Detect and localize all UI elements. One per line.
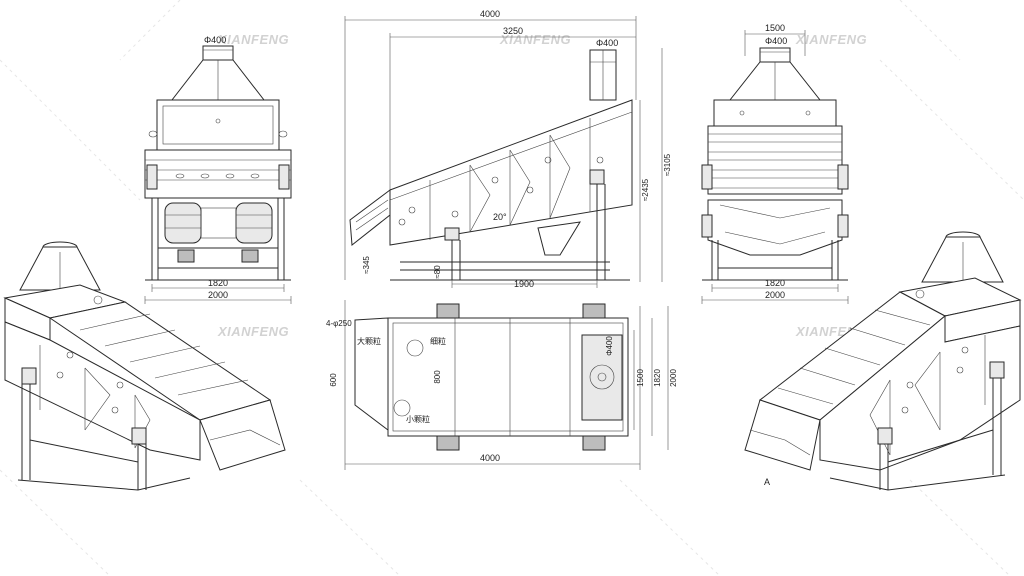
plan-large-label: 大颗粒 [357, 336, 381, 346]
side-overall-length: 4000 [480, 9, 500, 19]
plan-inlet-width: 600 [329, 373, 338, 387]
plan-dim-1820: 1820 [653, 369, 662, 387]
side-total-height: ≈3105 [663, 153, 672, 176]
plan-fine-label: 细粒 [430, 336, 446, 346]
isometric-right-view: A [744, 231, 1022, 491]
plan-dim-2000: 2000 [669, 369, 678, 387]
side-screen-length: 3250 [503, 26, 523, 36]
plan-overall-length: 4000 [480, 453, 500, 463]
side-outlet-height: ≈345 [362, 256, 371, 274]
plan-inlet-dia: 4-φ250 [326, 319, 352, 328]
front-top-dia: Φ400 [204, 35, 226, 45]
side-angle: 20° [493, 212, 507, 222]
watermark-text: XIANFENG [795, 32, 867, 47]
rear-view: 1500 Φ400 [701, 23, 849, 304]
rear-width-inner: 1820 [765, 278, 785, 288]
rear-width-outer: 2000 [765, 290, 785, 300]
side-body-height: ≈2435 [641, 178, 650, 201]
side-view: 4000 3250 Φ400 ≈3105 ≈2435 [344, 9, 672, 289]
isometric-left-view [3, 241, 286, 491]
rear-top-dia: Φ400 [765, 36, 787, 46]
watermark-text: XIANFENG [499, 32, 571, 47]
side-foot-height: ≈80 [433, 265, 442, 279]
side-top-dia: Φ400 [596, 38, 618, 48]
front-width-inner: 1820 [208, 278, 228, 288]
front-view: 1820 2000 Φ400 [144, 35, 292, 304]
front-width-outer: 2000 [208, 290, 228, 300]
side-foot-span: 1900 [514, 279, 534, 289]
watermark-text: XIANFENG [217, 32, 289, 47]
plan-small-label: 小颗粒 [406, 414, 430, 424]
plan-dim-1500: 1500 [636, 369, 645, 387]
rear-top-width: 1500 [765, 23, 785, 33]
plan-view: 4000 4-φ250 600 Φ400 大颗粒 细粒 小颗粒 800 1500… [326, 300, 678, 470]
plan-top-dia: Φ400 [605, 336, 614, 356]
iso-view-label: A [764, 477, 770, 487]
watermark-text: XIANFENG [217, 324, 289, 339]
plan-inner-dim: 800 [433, 370, 442, 384]
